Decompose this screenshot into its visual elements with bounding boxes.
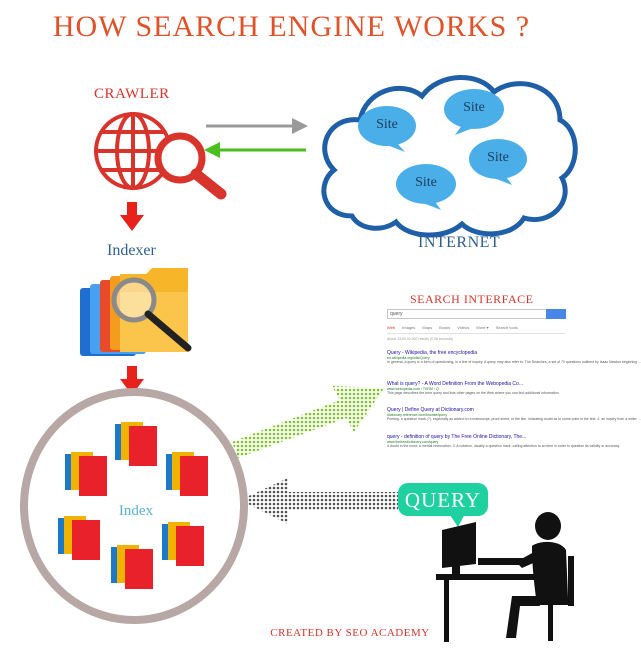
site-bubble <box>358 106 416 152</box>
site-bubble <box>444 89 504 135</box>
book-icon <box>162 522 204 566</box>
serp-result-title: Query | Define Query at Dictionary.com <box>387 407 474 413</box>
serp-tab: Videos <box>457 325 470 330</box>
search-interface-label: SEARCH INTERFACE <box>410 292 534 306</box>
serp-result: Query | Define Query at Dictionary.com d… <box>387 407 641 421</box>
serp-result-url: dictionary.reference.com/browse/query <box>387 413 448 417</box>
site-bubble <box>469 139 527 185</box>
site-label: Site <box>415 175 437 190</box>
serp-tab: Web <box>387 325 396 330</box>
serp-result-snippet: This page describes the term query and l… <box>387 391 560 395</box>
serp-result: Query - Wikipedia, the free encyclopedia… <box>387 350 641 364</box>
book-icon <box>115 422 157 466</box>
serp-result-url: en.wikipedia.org/wiki/Query <box>387 356 430 360</box>
user-computer-icon <box>436 512 574 642</box>
query-badge-tail <box>448 512 466 527</box>
serp-result-title: Query - Wikipedia, the free encyclopedia <box>387 350 478 356</box>
results-arrow <box>232 386 384 458</box>
site-label: Site <box>463 100 485 115</box>
crawler-label: CRAWLER <box>94 86 170 102</box>
site-label: Site <box>376 117 398 132</box>
serp-tab: More ▾ <box>476 325 489 330</box>
serp-result-url: www.webopedia.com › TERM › Q <box>387 387 439 391</box>
query-arrow <box>240 478 398 524</box>
query-badge: QUERY <box>398 483 488 516</box>
serp-result: query - definition of query by The Free … <box>387 434 621 448</box>
serp-search-box: query <box>387 309 547 319</box>
site-label: Site <box>487 150 509 165</box>
site-bubble <box>396 164 456 210</box>
serp-tab: Books <box>439 325 451 330</box>
diagram-title: HOW SEARCH ENGINE WORKS ? <box>52 10 531 43</box>
search-results-page: query Web Images Maps Books Videos More ▾ Sear… <box>383 306 641 466</box>
book-icon <box>111 545 153 589</box>
serp-stats: About 23,60,00,000 results (0.28 seconds… <box>387 337 453 341</box>
serp-result-snippet: A doubt in the mind; a mental reservatio… <box>387 444 621 448</box>
folders-magnifier-icon <box>80 268 192 356</box>
serp-tab: Images <box>402 325 416 330</box>
down-arrow-icon <box>120 366 144 395</box>
serp-result-snippet: In general, a query is a form of questio… <box>387 360 641 364</box>
index-label: Index <box>118 503 154 519</box>
globe-magnifier-icon <box>94 112 227 200</box>
serp-result-snippet: Printing. a question mark (?), especiall… <box>387 417 641 421</box>
serp-result-title: What is query? - A Word Definition From … <box>387 381 523 387</box>
serp-tabs: Web Images Maps Books Videos More ▾ Search too… <box>387 325 565 334</box>
serp-result-url: www.thefreedictionary.com/query <box>387 440 439 444</box>
down-arrow-icon <box>120 202 144 231</box>
internet-label: INTERNET <box>418 234 501 251</box>
serp-result: What is query? - A Word Definition From … <box>387 381 565 395</box>
crawl-arrows <box>204 118 308 158</box>
book-icon <box>65 452 107 496</box>
serp-search-button <box>546 309 566 319</box>
book-icon <box>166 452 208 496</box>
serp-tab: Maps <box>422 325 433 330</box>
serp-result-title: query - definition of query by The Free … <box>387 434 527 440</box>
serp-tab: Search tools <box>495 325 518 330</box>
indexer-label: Indexer <box>107 242 156 259</box>
credit-text: CREATED BY SEO ACADEMY <box>270 627 430 639</box>
book-icon <box>58 516 100 560</box>
